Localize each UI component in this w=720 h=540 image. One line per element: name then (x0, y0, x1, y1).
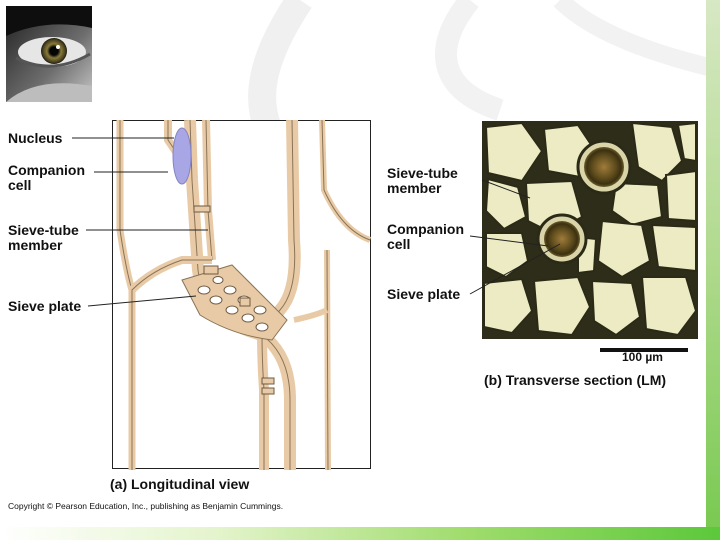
label-nucleus: Nucleus (8, 131, 62, 146)
caption-transverse: (b) Transverse section (LM) (484, 372, 666, 388)
label-sieve-tube-member-left: Sieve-tube member (8, 223, 79, 253)
label-companion-cell-right: Companion cell (387, 222, 464, 252)
label-companion-cell-left: Companion cell (8, 163, 85, 193)
label-sieve-plate-right: Sieve plate (387, 287, 460, 302)
label-sieve-tube-member-right: Sieve-tube member (387, 166, 458, 196)
scale-bar-label: 100 µm (622, 350, 663, 364)
caption-longitudinal: (a) Longitudinal view (110, 476, 249, 492)
label-sieve-plate-left: Sieve plate (8, 299, 81, 314)
copyright-text: Copyright © Pearson Education, Inc., pub… (8, 501, 283, 511)
